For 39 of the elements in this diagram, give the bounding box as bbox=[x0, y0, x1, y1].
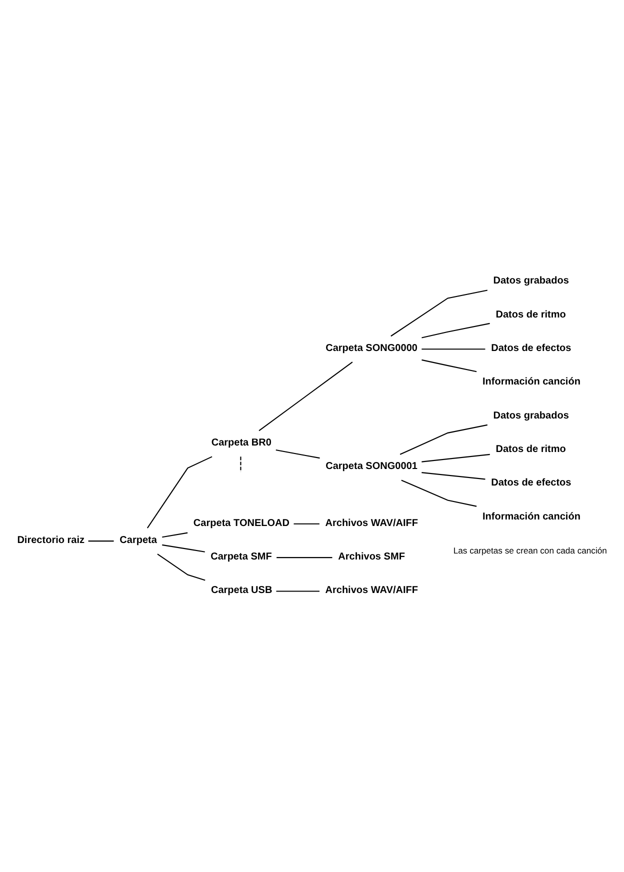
connector bbox=[162, 532, 188, 538]
node-text: Carpeta USB bbox=[210, 584, 272, 596]
node-text: Carpeta BR0 bbox=[211, 437, 272, 448]
node-text: Datos de ritmo bbox=[496, 444, 566, 455]
node-text: Datos grabados bbox=[493, 275, 569, 286]
connector bbox=[294, 522, 320, 524]
connector bbox=[400, 424, 488, 454]
node-text: Información canción bbox=[482, 376, 580, 388]
node-text: Datos de ritmo bbox=[496, 308, 566, 320]
connector bbox=[157, 553, 206, 580]
connector bbox=[88, 540, 114, 542]
node-text: Archivos WAV/AIFF bbox=[325, 584, 418, 596]
connector bbox=[276, 556, 332, 558]
connector bbox=[422, 322, 490, 338]
connector bbox=[240, 456, 242, 472]
node-text: Datos grabados bbox=[493, 410, 569, 421]
node-text: Archivos WAV/AIFF bbox=[325, 517, 418, 528]
node-text: Archivos SMF bbox=[338, 551, 405, 562]
node-text: Carpeta TONELOAD bbox=[193, 517, 290, 528]
connector bbox=[390, 289, 488, 336]
connector bbox=[422, 453, 490, 462]
label: Las carpetas se crean con cada canción bbox=[453, 544, 607, 555]
connector bbox=[146, 456, 212, 528]
node-text: Carpeta SONG0000 bbox=[326, 342, 418, 354]
node-text: Datos de efectos bbox=[491, 342, 572, 354]
connector bbox=[422, 358, 477, 372]
node-text: Carpeta SONG0001 bbox=[326, 460, 418, 472]
connector bbox=[162, 544, 205, 552]
node-text: Información canción bbox=[482, 510, 580, 522]
node-text: Directorio raiz bbox=[17, 534, 85, 546]
connector bbox=[258, 361, 353, 431]
connector bbox=[276, 448, 320, 458]
node-text: Carpeta bbox=[120, 534, 157, 546]
connector bbox=[401, 479, 477, 506]
node-text: Datos de efectos bbox=[491, 477, 572, 488]
connector bbox=[422, 472, 486, 480]
node-text: Carpeta SMF bbox=[210, 551, 272, 562]
connector bbox=[276, 590, 320, 592]
connector bbox=[422, 348, 486, 350]
